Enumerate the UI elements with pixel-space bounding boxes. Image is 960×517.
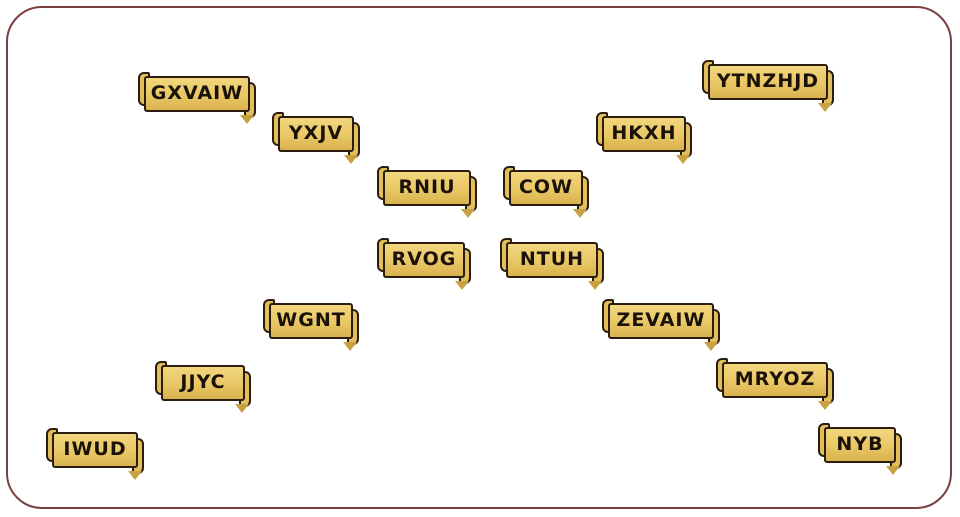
- word-scroll-hkxh[interactable]: HKXH: [596, 110, 692, 164]
- word-label: NYB: [836, 433, 884, 455]
- scroll-banner: [269, 303, 353, 339]
- scroll-tail: [573, 209, 587, 218]
- scroll-tail: [128, 471, 142, 480]
- word-scroll-nyb[interactable]: NYB: [818, 421, 902, 475]
- word-label: NTUH: [519, 248, 585, 270]
- scroll-tail: [676, 155, 690, 164]
- scroll-tail: [240, 115, 254, 124]
- scroll-banner: [608, 303, 714, 339]
- scroll-banner: [383, 170, 471, 206]
- scroll-banner: [161, 365, 245, 401]
- scroll-tail: [235, 404, 249, 413]
- word-label: RVOG: [391, 248, 457, 270]
- scroll-tail: [704, 342, 718, 351]
- word-scroll-iwud[interactable]: IWUD: [46, 426, 144, 480]
- scroll-tail: [818, 401, 832, 410]
- word-label: MRYOZ: [734, 368, 816, 390]
- word-scroll-mryoz[interactable]: MRYOZ: [716, 356, 834, 410]
- scroll-banner: [602, 116, 686, 152]
- scroll-banner: [383, 242, 465, 278]
- word-scroll-ntuh[interactable]: NTUH: [500, 236, 604, 290]
- scroll-banner: [278, 116, 354, 152]
- word-scroll-rniu[interactable]: RNIU: [377, 164, 477, 218]
- scroll-tail: [461, 209, 475, 218]
- scroll-banner: [144, 76, 250, 112]
- word-label: JJYC: [180, 371, 226, 393]
- word-scroll-gxvaiw[interactable]: GXVAIW: [138, 70, 256, 124]
- scroll-banner: [708, 64, 828, 100]
- word-label: GXVAIW: [150, 82, 244, 104]
- word-label: IWUD: [63, 438, 127, 460]
- word-scroll-zevaiw[interactable]: ZEVAIW: [602, 297, 720, 351]
- scroll-banner: [506, 242, 598, 278]
- scroll-tail: [588, 281, 602, 290]
- word-label: HKXH: [611, 122, 677, 144]
- scroll-tail: [818, 103, 832, 112]
- scroll-tail: [886, 466, 900, 475]
- word-label: ZEVAIW: [616, 309, 706, 331]
- scroll-banner: [824, 427, 896, 463]
- word-scroll-cow[interactable]: COW: [503, 164, 589, 218]
- scroll-tail: [344, 155, 358, 164]
- word-label: YXJV: [288, 122, 344, 144]
- scroll-tail: [343, 342, 357, 351]
- word-scroll-jjyc[interactable]: JJYC: [155, 359, 251, 413]
- word-label: WGNT: [276, 309, 346, 331]
- word-scroll-ytnzhjd[interactable]: YTNZHJD: [702, 58, 834, 112]
- word-scroll-wgnt[interactable]: WGNT: [263, 297, 359, 351]
- word-scroll-yxjv[interactable]: YXJV: [272, 110, 360, 164]
- word-scroll-rvog[interactable]: RVOG: [377, 236, 471, 290]
- scroll-banner: [722, 362, 828, 398]
- word-label: COW: [518, 176, 574, 198]
- scroll-tail: [455, 281, 469, 290]
- word-label: YTNZHJD: [716, 70, 820, 92]
- word-label: RNIU: [398, 176, 456, 198]
- scroll-banner: [509, 170, 583, 206]
- scroll-banner: [52, 432, 138, 468]
